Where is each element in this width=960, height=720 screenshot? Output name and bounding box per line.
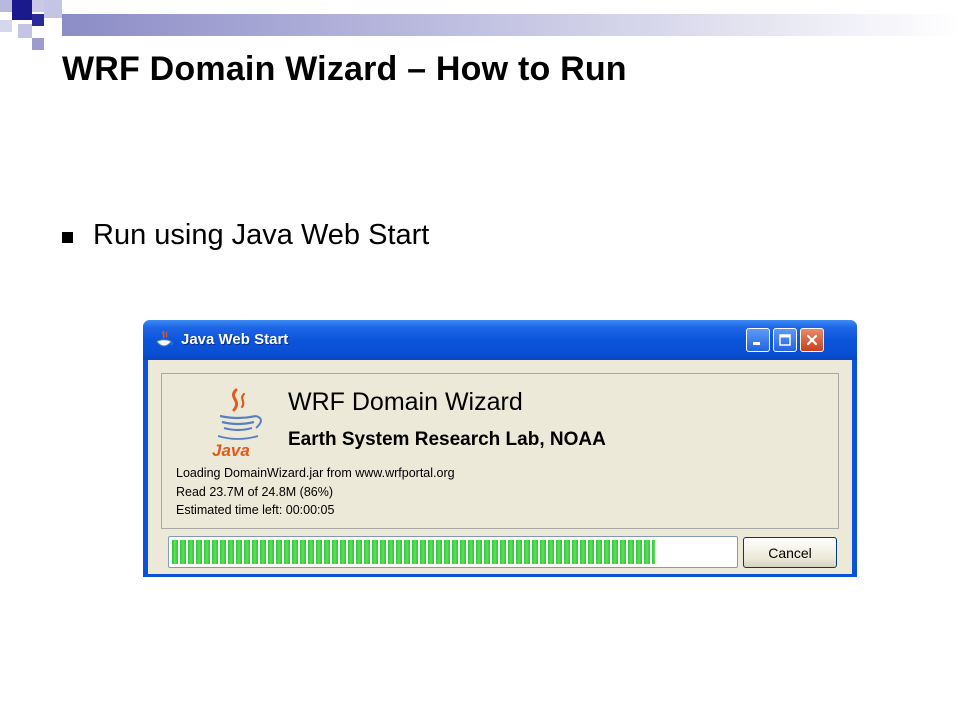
bullet-text: Run using Java Web Start [93,218,430,251]
maximize-icon [779,334,791,346]
close-icon [806,334,818,346]
cancel-button[interactable]: Cancel [743,537,837,568]
java-logo-text: Java [212,441,250,460]
progress-fill [172,540,655,564]
bullet-item: Run using Java Web Start [62,215,429,255]
java-web-start-window: Java Web Start [143,320,857,577]
status-line-read: Read 23.7M of 24.8M (86%) [176,485,334,499]
maximize-button[interactable] [773,328,797,352]
info-panel: Java WRF Domain Wizard Earth System Rese… [161,373,839,529]
square-bullet-icon [62,231,73,243]
window-titlebar[interactable]: Java Web Start [143,320,857,360]
app-name: WRF Domain Wizard [288,388,523,416]
close-button[interactable] [800,328,824,352]
status-line-loading: Loading DomainWizard.jar from www.wrfpor… [176,466,455,480]
window-title: Java Web Start [181,331,289,348]
slide-title: WRF Domain Wizard – How to Run [62,50,627,88]
minimize-button[interactable] [746,328,770,352]
status-line-time-left: Estimated time left: 00:00:05 [176,503,335,517]
download-progress-bar [168,536,738,568]
java-logo: Java [202,386,274,462]
java-cup-icon [156,330,173,347]
vendor-name: Earth System Research Lab, NOAA [288,429,606,450]
java-logo-icon [217,388,262,440]
minimize-icon [753,342,760,345]
window-client-area: Java WRF Domain Wizard Earth System Rese… [148,360,852,574]
slide-decoration [0,0,960,60]
